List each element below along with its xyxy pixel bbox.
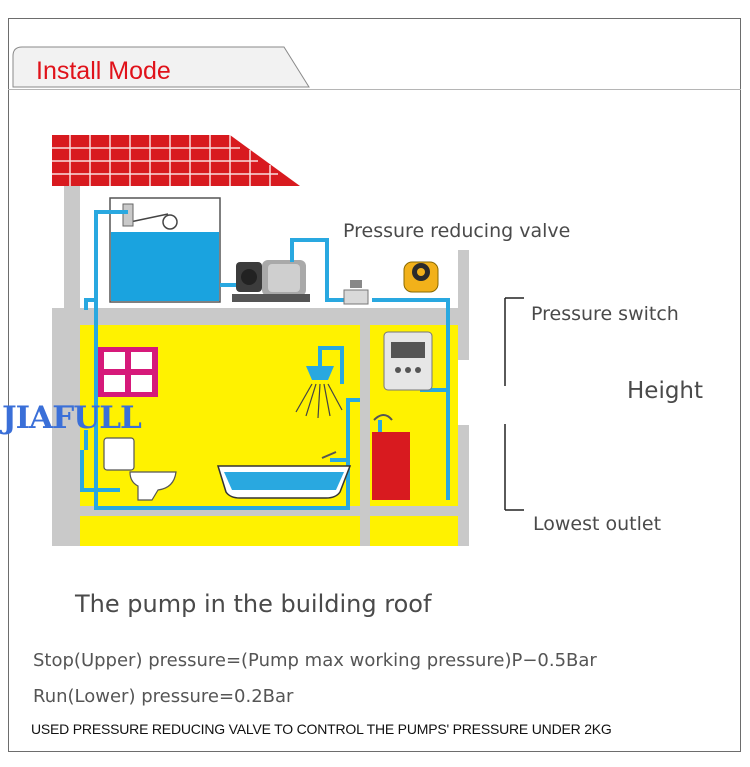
toilet-icon — [103, 437, 177, 501]
page-title: Install Mode — [36, 57, 171, 85]
window-icon — [98, 347, 158, 397]
diagram-caption: The pump in the building roof — [75, 590, 432, 618]
header-divider — [8, 89, 741, 90]
height-indicator — [504, 297, 524, 511]
stop-pressure-formula: Stop(Upper) pressure=(Pump max working p… — [33, 650, 597, 671]
content-frame — [8, 18, 741, 752]
bathtub-icon — [216, 451, 352, 499]
roof — [52, 135, 300, 186]
usage-note: USED PRESSURE REDUCING VALVE TO CONTROL … — [31, 721, 612, 737]
brand-watermark: JIAFULL — [2, 400, 142, 436]
building-structure — [52, 180, 469, 546]
label-lowest-outlet: Lowest outlet — [533, 513, 662, 535]
title-tab-shape — [12, 46, 310, 88]
shower-icon — [295, 366, 343, 419]
run-pressure-formula: Run(Lower) pressure=0.2Bar — [33, 686, 294, 707]
label-pressure-switch: Pressure switch — [531, 303, 679, 325]
sink-cabinet-icon — [372, 414, 410, 500]
pressure-reducing-valve-icon — [343, 280, 369, 305]
water-tank — [109, 197, 221, 303]
pressure-switch-icon — [403, 261, 439, 293]
label-pressure-reducing-valve: Pressure reducing valve — [343, 220, 571, 242]
water-heater-icon — [383, 331, 433, 391]
label-height: Height — [627, 378, 704, 404]
pump-icon — [232, 260, 310, 302]
